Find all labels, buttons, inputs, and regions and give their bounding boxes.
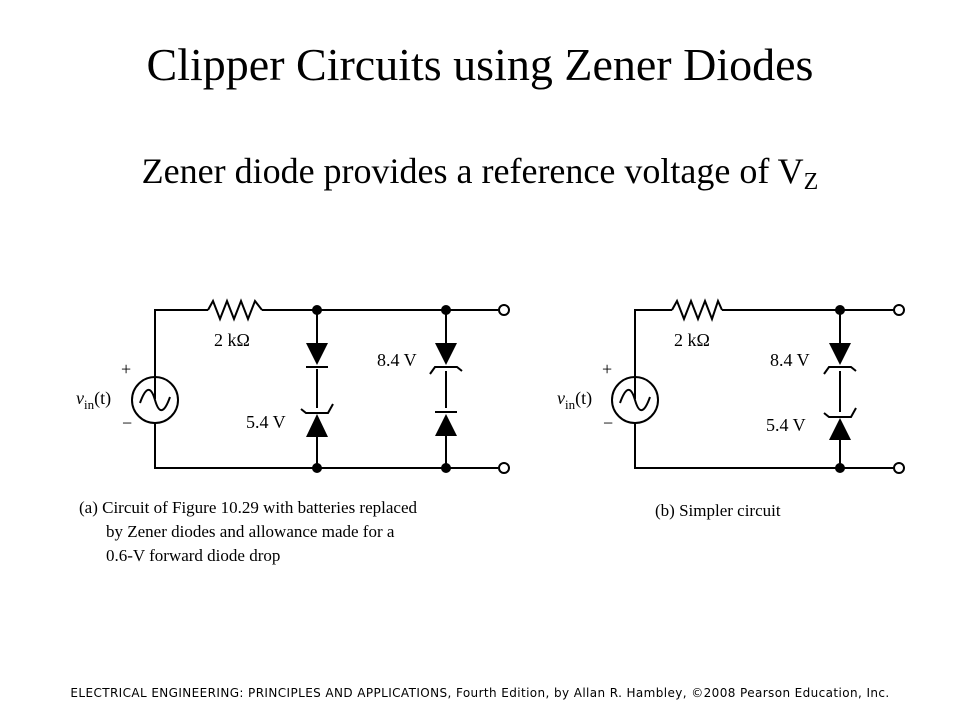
circuit-b-caption: (b) Simpler circuit xyxy=(655,501,781,520)
circuit-a-ac-source xyxy=(131,376,179,424)
circuit-a-diode xyxy=(435,411,457,436)
circuit-b-resistor xyxy=(671,298,723,322)
circuit-a-source-label: vin(t) xyxy=(76,388,111,412)
subtitle-text: Zener diode provides a reference voltage… xyxy=(141,151,804,191)
circuit-a-caption-line: 0.6-V forward diode drop xyxy=(106,546,280,565)
circuit-b-output-terminal xyxy=(893,462,905,474)
circuit-a-output-terminal xyxy=(498,304,510,316)
circuit-a-resistor-label: 2 kΩ xyxy=(214,330,250,350)
circuit-b-source-label: vin(t) xyxy=(557,388,592,412)
circuit-a-caption-line: by Zener diodes and allowance made for a xyxy=(106,522,395,541)
circuit-a-minus-sign: − xyxy=(122,413,132,433)
circuit-a: 2 kΩ + − vin(t) 5.4 V 8.4 V (a) Circuit … xyxy=(76,298,510,565)
subtitle-subscript: Z xyxy=(803,169,819,195)
circuit-a-output-terminal xyxy=(498,462,510,474)
slide-title: Clipper Circuits using Zener Diodes xyxy=(146,39,814,90)
circuit-a-zener-right-label: 8.4 V xyxy=(377,350,417,370)
circuit-b-zener-top-label: 8.4 V xyxy=(770,350,810,370)
circuit-b-plus-sign: + xyxy=(602,359,612,379)
circuit-b-zener-diode xyxy=(823,343,857,375)
circuit-b-resistor-label: 2 kΩ xyxy=(674,330,710,350)
circuit-a-caption-line: (a) Circuit of Figure 10.29 with batteri… xyxy=(79,498,417,517)
circuit-a-diode xyxy=(306,343,328,368)
circuit-b-ac-source xyxy=(611,376,659,424)
circuit-a-zener-diode xyxy=(429,343,463,375)
circuit-b-zener-diode xyxy=(823,407,857,440)
circuit-b-minus-sign: − xyxy=(603,413,613,433)
circuit-a-sine-icon xyxy=(139,388,171,412)
circuit-a-plus-sign: + xyxy=(121,359,131,379)
circuit-a-resistor xyxy=(207,298,263,322)
circuit-b-zener-bottom-label: 5.4 V xyxy=(766,415,806,435)
circuit-b-bottom-wire xyxy=(634,422,894,469)
slide-subtitle: Zener diode provides a reference voltage… xyxy=(0,150,960,196)
circuit-b: 2 kΩ + − vin(t) 8.4 V 5.4 V (b) Simpler … xyxy=(557,298,905,520)
circuit-b-output-terminal xyxy=(893,304,905,316)
circuit-a-top-wire xyxy=(154,309,498,399)
circuit-b-sine-icon xyxy=(619,388,651,412)
circuit-a-bottom-wire xyxy=(154,422,498,469)
circuit-a-zener-left-label: 5.4 V xyxy=(246,412,286,432)
copyright-footer: ELECTRICAL ENGINEERING: PRINCIPLES AND A… xyxy=(70,686,890,700)
circuit-a-zener-diode xyxy=(300,403,334,437)
circuit-b-top-wire xyxy=(634,309,894,399)
